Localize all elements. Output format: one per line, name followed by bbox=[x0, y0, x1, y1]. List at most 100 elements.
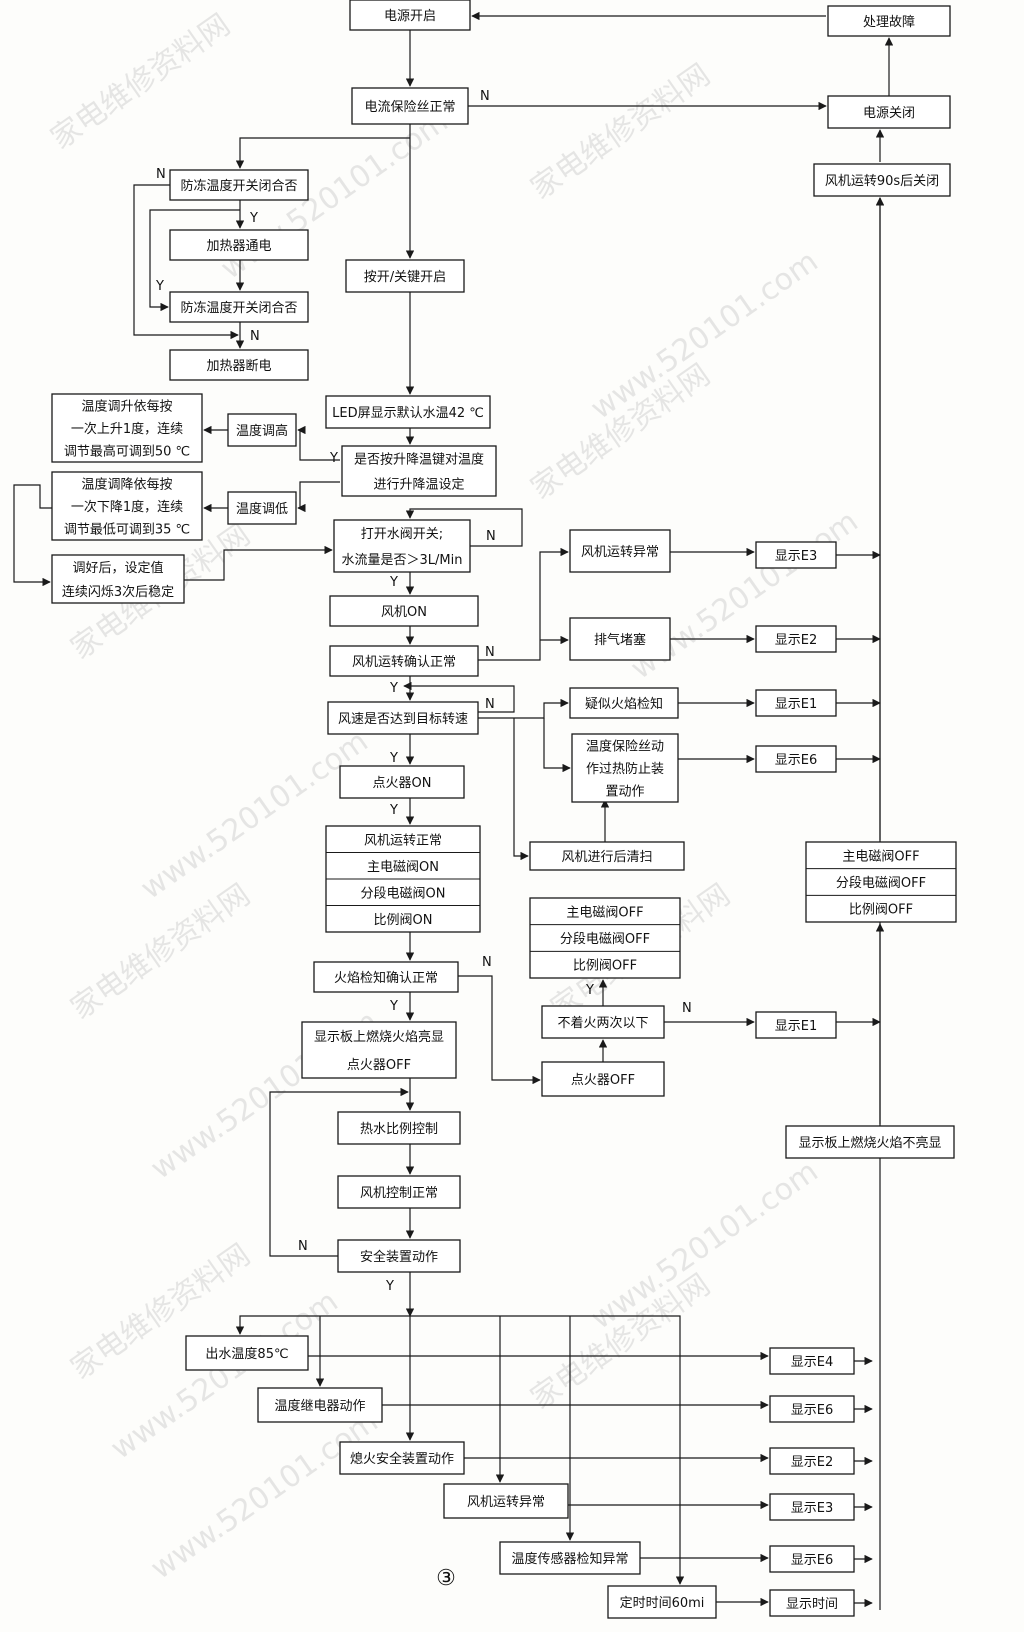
node-text: 调节最低可调到35 ℃ bbox=[64, 523, 190, 538]
node-fuse-ok: 电流保险丝正常 bbox=[351, 87, 469, 125]
node-text: 熄火安全装置动作 bbox=[350, 1451, 454, 1467]
edge-label-yes: Y bbox=[249, 211, 258, 226]
node-frame bbox=[337, 1175, 461, 1209]
node-text: 电源开启 bbox=[384, 9, 436, 24]
edge-label-yes: Y bbox=[385, 1279, 394, 1294]
node-show-e6-b: 显示E6 bbox=[769, 1395, 855, 1423]
node-frame bbox=[827, 95, 951, 129]
connector-19 bbox=[184, 545, 333, 581]
node-text: 温度传感器检知异常 bbox=[511, 1551, 628, 1567]
node-text: 防冻温度开关闭合否 bbox=[180, 178, 297, 194]
node-igniter-on: 点火器ON bbox=[339, 765, 465, 799]
edge-label-no: N bbox=[485, 645, 495, 660]
node-text: 显示E2 bbox=[791, 1455, 834, 1470]
node-safety: 安全装置动作 bbox=[337, 1239, 461, 1273]
node-frame bbox=[337, 1111, 461, 1145]
node-text: 温度保险丝动 bbox=[586, 738, 664, 754]
node-text: 加热器通电 bbox=[206, 239, 271, 254]
node-frame bbox=[755, 625, 837, 653]
node-frame bbox=[227, 413, 297, 447]
node-sensor-abnormal: 温度传感器检知异常 bbox=[499, 1541, 641, 1575]
node-text: 分段电磁阀OFF bbox=[836, 876, 926, 891]
node-frame bbox=[569, 529, 671, 573]
node-text: 定时时间60mi bbox=[620, 1596, 705, 1611]
node-fan-90s: 风机运转90s后关闭 bbox=[813, 163, 951, 197]
node-temp-down: 温度调低 bbox=[227, 491, 297, 525]
node-exhaust-block: 排气堵塞 bbox=[569, 617, 671, 661]
node-text: 显示E6 bbox=[791, 1553, 834, 1568]
connector-28 bbox=[403, 681, 515, 713]
node-frame bbox=[351, 87, 469, 125]
node-text: 显示E4 bbox=[791, 1355, 834, 1370]
node-frame bbox=[769, 1493, 855, 1521]
node-frame bbox=[529, 841, 685, 871]
edge-label-yes: Y bbox=[389, 681, 398, 696]
connector-lines bbox=[13, 11, 894, 1610]
node-show-e2-b: 显示E2 bbox=[769, 1447, 855, 1475]
node-post-purge: 风机进行后清扫 bbox=[529, 841, 685, 871]
node-text: 电流保险丝正常 bbox=[364, 100, 455, 115]
watermark-text: 家电维修资料网 bbox=[525, 57, 717, 206]
node-frame bbox=[51, 471, 203, 541]
edge-label-no: N bbox=[682, 1001, 692, 1016]
connector-20 bbox=[405, 508, 523, 547]
node-text: 分段电磁阀OFF bbox=[560, 932, 650, 947]
node-frame bbox=[769, 1395, 855, 1423]
node-text: 点火器ON bbox=[373, 776, 432, 791]
node-text: 显示板上燃烧火焰不亮显 bbox=[798, 1135, 941, 1151]
node-show-e3-a: 显示E3 bbox=[755, 541, 837, 569]
node-text: 风机运转确认正常 bbox=[352, 655, 456, 670]
node-fan-ctrl-ok: 风机控制正常 bbox=[337, 1175, 461, 1209]
node-text: 显示E2 bbox=[775, 633, 818, 648]
node-text: 风机运转异常 bbox=[467, 1495, 545, 1510]
node-frame bbox=[755, 541, 837, 569]
node-text: 风机控制正常 bbox=[360, 1186, 438, 1201]
node-text: 水流量是否＞3L/Min bbox=[342, 553, 463, 568]
connector-14 bbox=[297, 425, 340, 461]
node-frame bbox=[341, 445, 497, 497]
node-flame-false: 疑似火焰检知 bbox=[569, 687, 679, 719]
node-text: 排气堵塞 bbox=[594, 632, 646, 648]
node-text: 显示E3 bbox=[791, 1501, 834, 1516]
node-text: 调好后，设定值 bbox=[72, 560, 163, 576]
node-text: 显示板上燃烧火焰亮显 bbox=[314, 1029, 444, 1045]
node-frame bbox=[349, 0, 471, 31]
node-frame bbox=[541, 1061, 665, 1097]
node-text: 风机ON bbox=[381, 605, 427, 620]
node-text: 风机运转90s后关闭 bbox=[825, 174, 939, 189]
node-frame bbox=[769, 1589, 855, 1617]
process-boxes: 电源开启处理故障电流保险丝正常电源关闭风机运转90s后关闭防冻温度开关闭合否加热… bbox=[51, 0, 957, 1619]
node-frame bbox=[569, 617, 671, 661]
node-frame bbox=[169, 229, 309, 261]
node-antifreeze2: 防冻温度开关闭合否 bbox=[169, 291, 309, 323]
node-text: 处理故障 bbox=[863, 15, 915, 30]
node-text: 防冻温度开关闭合否 bbox=[180, 300, 297, 316]
node-text: 比例阀ON bbox=[374, 913, 433, 928]
node-text: 调节最高可调到50 ℃ bbox=[64, 444, 190, 460]
node-frame bbox=[339, 765, 465, 799]
edge-label-no: N bbox=[298, 1239, 308, 1254]
node-temp-relay: 温度继电器动作 bbox=[257, 1387, 383, 1423]
node-show-e1-b: 显示E1 bbox=[755, 1011, 837, 1039]
node-frame bbox=[327, 701, 479, 735]
node-text: 显示E6 bbox=[775, 753, 818, 768]
node-fan-run-ok: 风机运转确认正常 bbox=[329, 645, 479, 677]
watermark-text: www.520101.com bbox=[585, 1154, 825, 1337]
edge-label-yes: Y bbox=[389, 751, 398, 766]
page-number: ③ bbox=[436, 1566, 456, 1591]
connector-47 bbox=[269, 1087, 409, 1257]
node-text: 温度继电器动作 bbox=[274, 1398, 365, 1414]
node-frame bbox=[185, 1335, 309, 1371]
node-ratio-ctrl: 热水比例控制 bbox=[337, 1111, 461, 1145]
node-show-e3-b: 显示E3 bbox=[769, 1493, 855, 1521]
node-text: 点火器OFF bbox=[347, 1058, 411, 1073]
